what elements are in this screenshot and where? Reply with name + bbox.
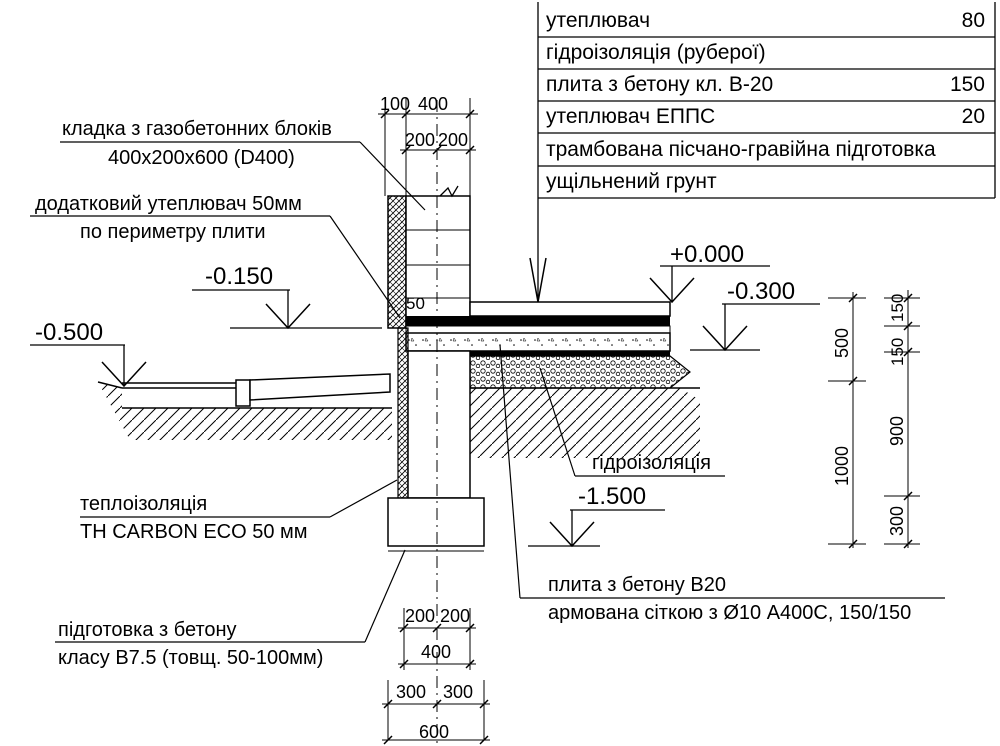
insulation-callout-line1: додатковий утеплювач 50мм (35, 193, 302, 215)
level-markers (30, 265, 820, 548)
table-row-name: трамбована пісчано-гравійна підготовка (546, 138, 936, 161)
dimension-label: 900 (887, 416, 907, 446)
blind-area (122, 373, 391, 407)
dimension-label: 300 (443, 682, 473, 702)
level-label: -0.150 (205, 263, 273, 290)
wall-callout-line2: 400x200x600 (D400) (108, 147, 295, 169)
prep-callout-line1: підготовка з бетону (58, 619, 237, 641)
slab-callout-line1: плита з бетону В20 (548, 574, 726, 596)
dimension-label: 100 (380, 94, 410, 114)
dimension-label: 200 (405, 606, 435, 626)
bottom-dimensions (382, 608, 490, 745)
table-row-name: плита з бетону кл. В-20 (546, 73, 773, 96)
table-row-name: гідроізоляція (руберої) (546, 41, 766, 64)
dimension-label: 1000 (832, 446, 852, 486)
thermal-callout-line2: TH CARBON ECO 50 мм (80, 521, 308, 543)
right-dimensions (828, 290, 920, 549)
dimension-label: 200 (405, 130, 435, 150)
layers-table: утеплювач 80 гідроізоляція (руберої) пли… (529, 2, 996, 303)
level-label: -0.500 (35, 319, 103, 346)
dimension-label: 300 (887, 506, 907, 536)
level-label: -0.300 (727, 278, 795, 305)
level-label: +0.000 (670, 241, 744, 268)
dimension-label: 500 (832, 328, 852, 358)
prep-callout-line2: класу В7.5 (товщ. 50-100мм) (58, 647, 323, 669)
wall-callout-line1: кладка з газобетонних блоків (62, 118, 332, 140)
waterproof-callout: гідроізоляція (592, 452, 711, 474)
top-dimensions (378, 98, 478, 196)
table-row-value: 80 (962, 9, 985, 32)
dimension-label: 150 (888, 294, 907, 322)
table-row-value: 20 (962, 105, 985, 128)
dimension-label: 400 (421, 642, 451, 662)
dimension-label: 200 (438, 130, 468, 150)
table-row-value: 150 (950, 73, 985, 96)
dimension-label: 200 (440, 606, 470, 626)
dimension-label: 600 (419, 722, 449, 742)
leader-lines (30, 141, 945, 643)
table-row-name: утеплювач (546, 9, 650, 32)
dimension-label: 300 (396, 682, 426, 702)
aerated-block-wall (387, 185, 471, 329)
dimension-label: 400 (418, 94, 448, 114)
dimension-label: 50 (406, 294, 425, 313)
level-label: -1.500 (578, 483, 646, 510)
slab-callout-line2: армована сіткою з Ø10 А400С, 150/150 (548, 602, 911, 624)
thermal-callout-line1: теплоізоляція (80, 493, 207, 515)
floor-slab (405, 301, 691, 389)
foundation (387, 100, 485, 746)
insulation-callout-line2: по периметру плити (80, 221, 266, 243)
table-row-name: ущільнений грунт (546, 170, 717, 193)
table-row-name: утеплювач ЕППС (546, 105, 715, 128)
dimension-label: 150 (888, 338, 907, 366)
